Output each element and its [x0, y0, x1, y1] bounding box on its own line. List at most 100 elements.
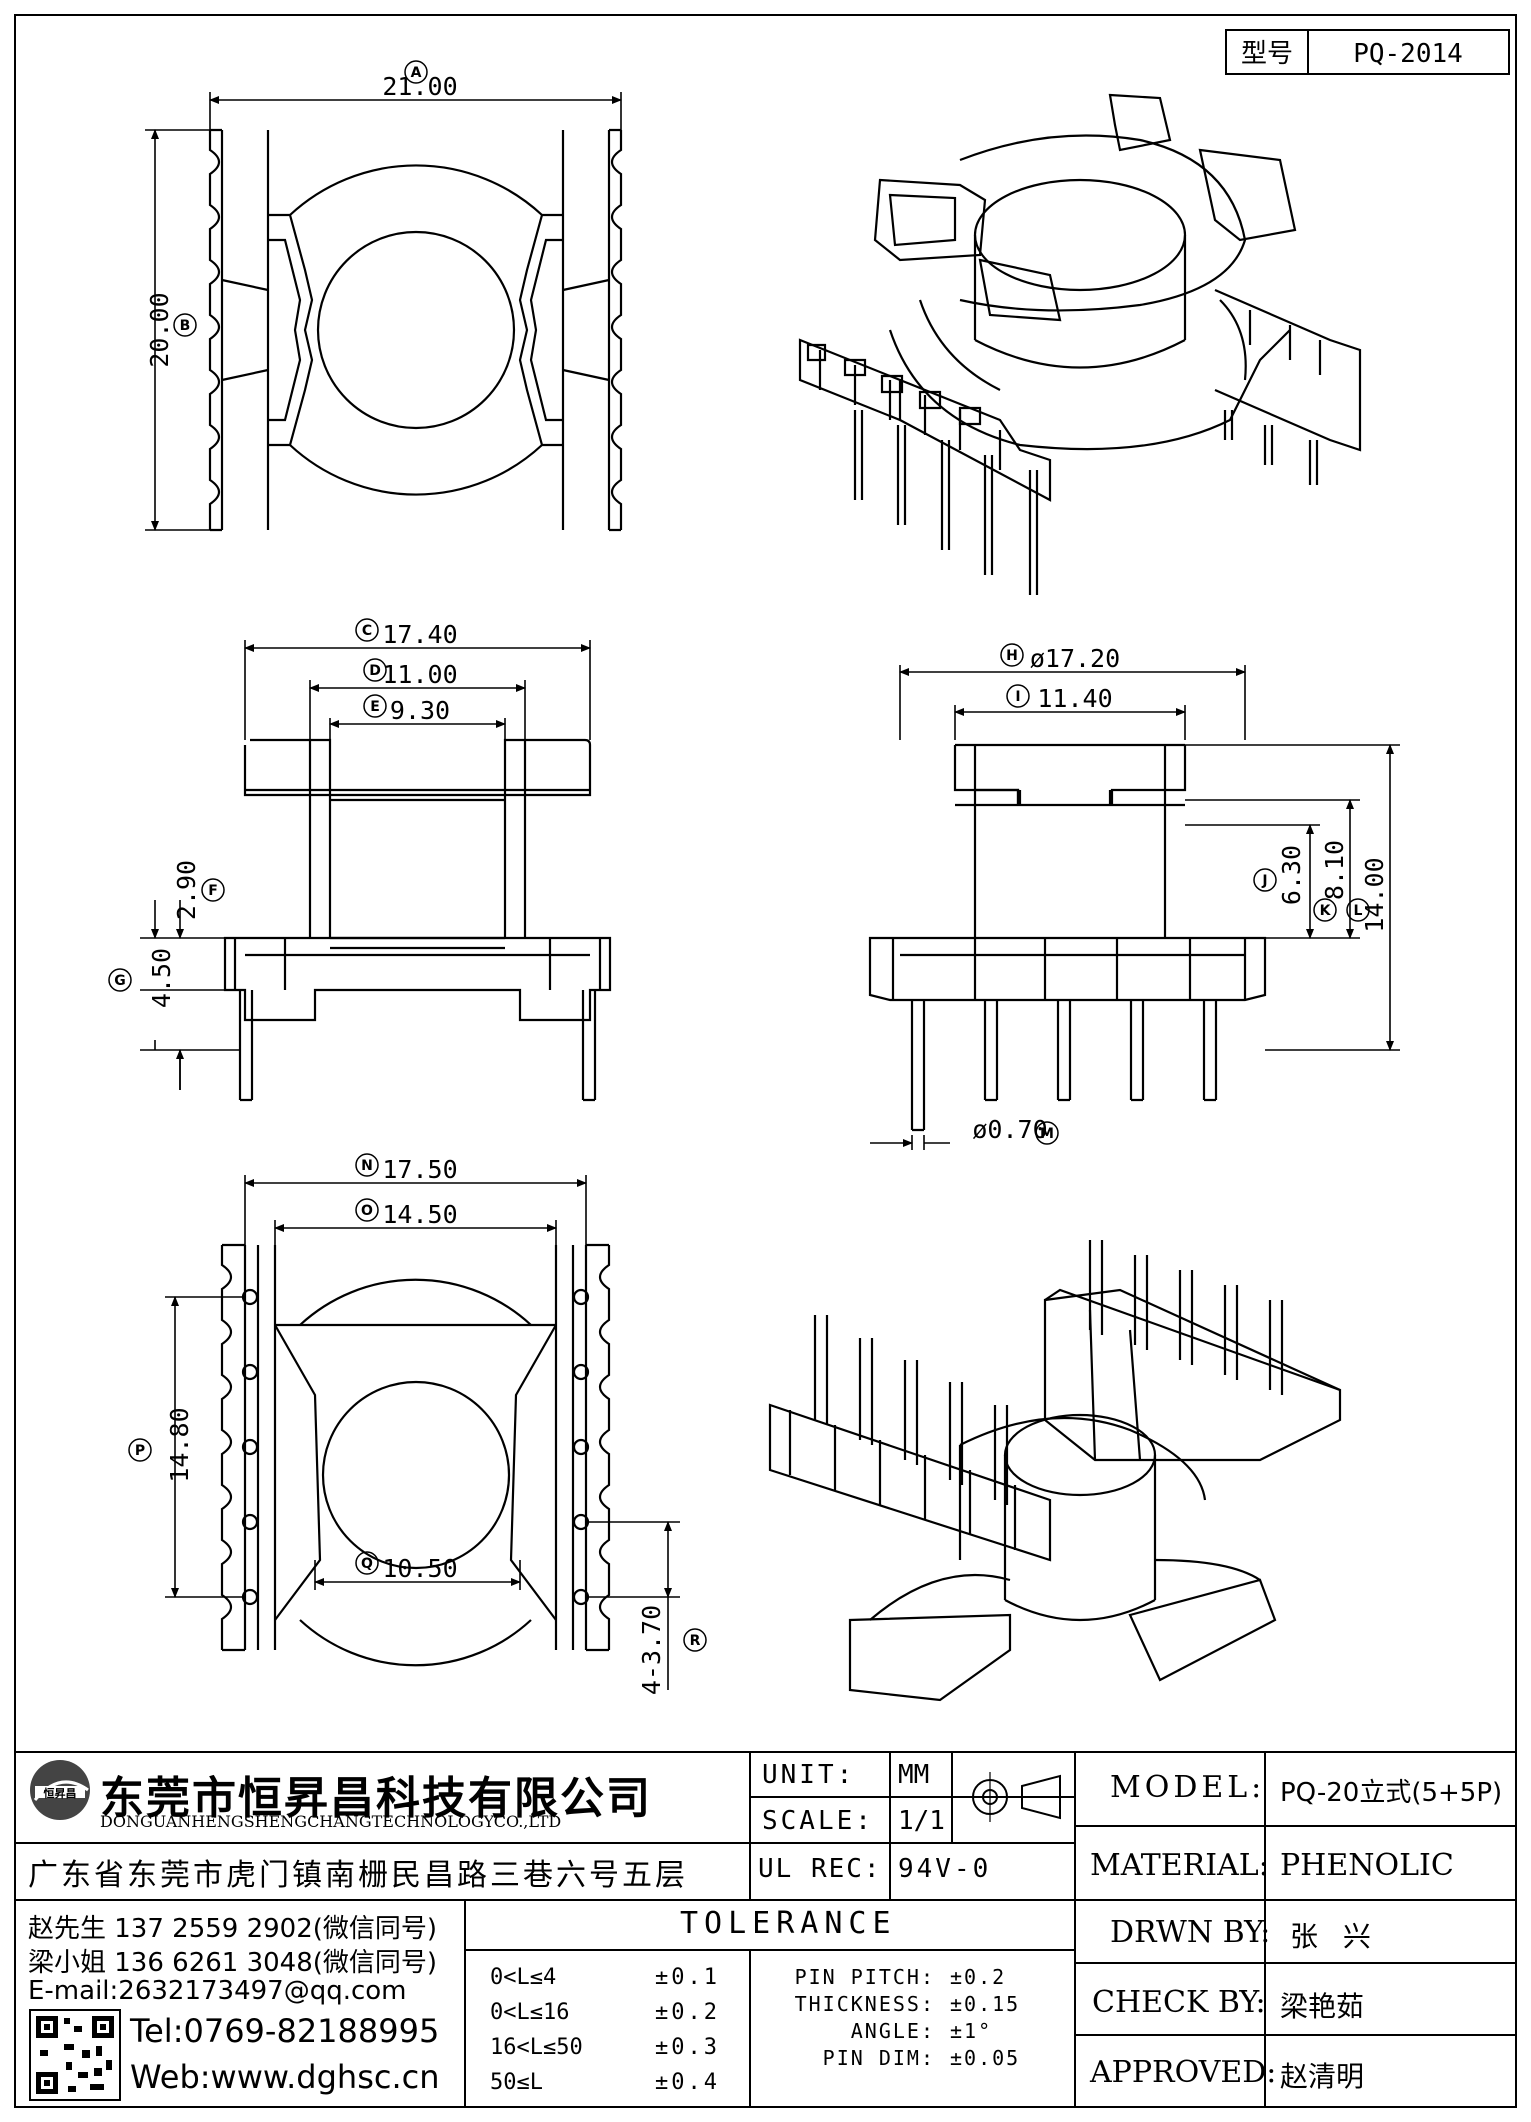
front-view — [223, 738, 612, 1102]
side-view — [868, 743, 1267, 1132]
tolerance-value: ±0.3 — [655, 2035, 720, 2060]
svg-text:H: H — [1006, 648, 1018, 664]
contact-web: Web:www.dghsc.cn — [130, 2058, 440, 2096]
company-address: 广东省东莞市虎门镇南栅民昌路三巷六号五层 — [28, 1858, 688, 1893]
dim-a-value: 21.00 — [382, 72, 457, 101]
sheet-border — [14, 14, 1517, 2108]
svg-text:F: F — [208, 883, 218, 899]
model-number-box: 型号 PQ-2014 — [1225, 29, 1510, 75]
dim-r-value: 4-3.70 — [637, 1605, 666, 1695]
balloon-d: D — [363, 658, 387, 682]
contact-tel: Tel:0769-82188995 — [130, 2012, 440, 2050]
dim-h-value: ø17.20 — [1030, 644, 1120, 673]
dim-o-value: 14.50 — [382, 1200, 457, 1229]
tolerance-extra-value: ±0.2 — [950, 1965, 1007, 1989]
isometric-view-top — [798, 93, 1362, 595]
bottom-view — [220, 1243, 611, 1667]
company-logo: 恒昇昌 — [30, 1760, 90, 1820]
scale-label: SCALE: — [762, 1806, 874, 1836]
svg-text:N: N — [361, 1158, 373, 1174]
svg-text:E: E — [370, 699, 380, 715]
svg-text:L: L — [1354, 903, 1363, 919]
dim-q-value: 10.50 — [382, 1554, 457, 1583]
balloon-f: F — [201, 878, 225, 902]
tolerance-values: ±0.1 ±0.2 ±0.3 ±0.4 — [655, 1960, 720, 2100]
drawn-value: 张 兴 — [1290, 1920, 1379, 1953]
tolerance-title: TOLERANCE — [680, 1906, 897, 1941]
tolerance-extra-values: ±0.2 ±0.15 ±1° ±0.05 — [950, 1964, 1020, 2072]
title-block — [15, 1751, 1516, 2107]
dim-i-value: 11.40 — [1037, 684, 1112, 713]
approved-label: APPROVED: — [1090, 2055, 1277, 2090]
tolerance-range: 50≤L — [490, 2070, 543, 2095]
dim-f-value: 2.90 — [172, 860, 201, 920]
drawn-label: DRWN BY: — [1110, 1915, 1271, 1950]
balloon-m: M — [1035, 1121, 1059, 1145]
tolerance-ranges: 0<L≤4 0<L≤16 16<L≤50 50≤L — [490, 1960, 583, 2100]
svg-text:O: O — [361, 1203, 373, 1219]
balloon-j: J — [1253, 868, 1277, 892]
svg-text:K: K — [1320, 903, 1332, 919]
check-value: 梁艳茹 — [1280, 1990, 1365, 2023]
svg-text:P: P — [135, 1443, 145, 1459]
tolerance-extra-label: PIN PITCH: — [794, 1965, 935, 1989]
balloon-h: H — [1000, 643, 1024, 667]
tolerance-value: ±0.1 — [655, 1965, 720, 1990]
contact-1: 赵先生 137 2559 2902(微信同号) — [28, 1914, 438, 1944]
tolerance-extra-labels: PIN PITCH: THICKNESS: ANGLE: PIN DIM: — [760, 1964, 935, 2072]
unit-label: UNIT: — [762, 1760, 856, 1790]
balloon-c: C — [355, 618, 379, 642]
approved-value: 赵清明 — [1280, 2060, 1365, 2093]
tolerance-extra-value: ±0.15 — [950, 1992, 1021, 2016]
tolerance-range: 0<L≤16 — [490, 2000, 570, 2025]
balloon-i: I — [1006, 684, 1030, 708]
ulrec-label: UL REC: — [758, 1854, 882, 1884]
model-value: PQ-20立式(5+5P) — [1280, 1778, 1503, 1808]
tolerance-extra-label: PIN DIM: — [822, 2046, 935, 2070]
svg-text:A: A — [411, 65, 422, 81]
svg-text:R: R — [690, 1633, 701, 1649]
balloon-e: E — [363, 694, 387, 718]
top-view — [208, 128, 623, 532]
logo-text: 恒昇昌 — [44, 1786, 77, 1800]
tolerance-extra-value: ±0.05 — [950, 2046, 1021, 2070]
contact-2: 梁小姐 136 6261 3048(微信同号) — [28, 1948, 438, 1978]
svg-text:D: D — [369, 663, 381, 679]
svg-text:M: M — [1040, 1126, 1054, 1142]
balloon-g: G — [108, 968, 132, 992]
isometric-view-bottom — [768, 1240, 1342, 1702]
balloon-p: P — [128, 1438, 152, 1462]
material-label: MATERIAL: — [1090, 1848, 1269, 1883]
tolerance-value: ±0.4 — [655, 2070, 720, 2095]
balloon-b: B — [173, 313, 197, 337]
model-box-label: 型号 — [1241, 39, 1293, 69]
balloon-k: K — [1313, 898, 1337, 922]
tolerance-extra-value: ±1° — [950, 2019, 993, 2043]
svg-text:C: C — [362, 623, 372, 639]
svg-text:Q: Q — [361, 1556, 373, 1572]
dim-m-value: ø0.70 — [972, 1115, 1047, 1144]
dim-g-value: 4.50 — [147, 948, 176, 1008]
dim-l-value: 14.00 — [1360, 857, 1389, 932]
company-name-en: DONGUANHENGSHENGCHANGTECHNOLOGYCO.,LTD — [100, 1812, 562, 1831]
dim-e-value: 9.30 — [390, 696, 450, 725]
balloon-l: L — [1346, 898, 1370, 922]
material-value: PHENOLIC — [1280, 1848, 1454, 1883]
scale-value: 1/1 — [898, 1806, 945, 1836]
balloon-q: Q — [355, 1551, 379, 1575]
dim-p-value: 14.80 — [165, 1407, 194, 1482]
dim-k-value: 8.10 — [1320, 840, 1349, 900]
svg-text:J: J — [1261, 873, 1267, 889]
unit-value: MM — [898, 1760, 930, 1790]
tolerance-extra-label: ANGLE: — [850, 2019, 935, 2043]
tolerance-range: 0<L≤4 — [490, 1965, 557, 1990]
model-label: MODEL: — [1110, 1770, 1266, 1805]
dim-b-value: 20.00 — [145, 292, 174, 367]
tolerance-extra-label: THICKNESS: — [794, 1992, 935, 2016]
tolerance-value: ±0.2 — [655, 2000, 720, 2025]
svg-text:I: I — [1015, 689, 1020, 705]
balloon-a: A — [404, 60, 428, 84]
svg-text:G: G — [114, 973, 126, 989]
balloon-r: R — [683, 1628, 707, 1652]
